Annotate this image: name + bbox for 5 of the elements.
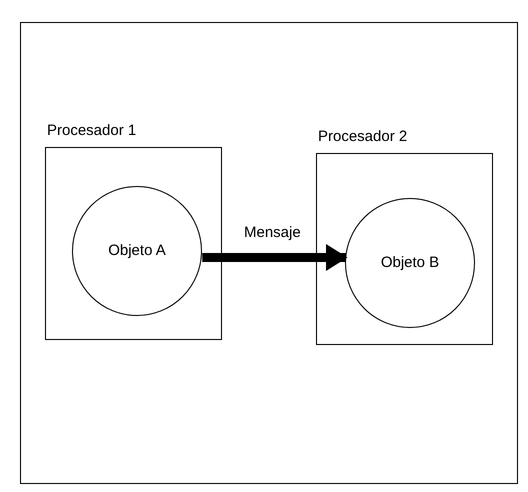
object-label: Objeto A xyxy=(108,240,166,261)
arrow xyxy=(202,244,348,271)
processor-heading: Procesador 2 xyxy=(318,127,408,147)
processor-heading: Procesador 1 xyxy=(47,121,136,141)
object-label: Objeto B xyxy=(380,252,440,273)
